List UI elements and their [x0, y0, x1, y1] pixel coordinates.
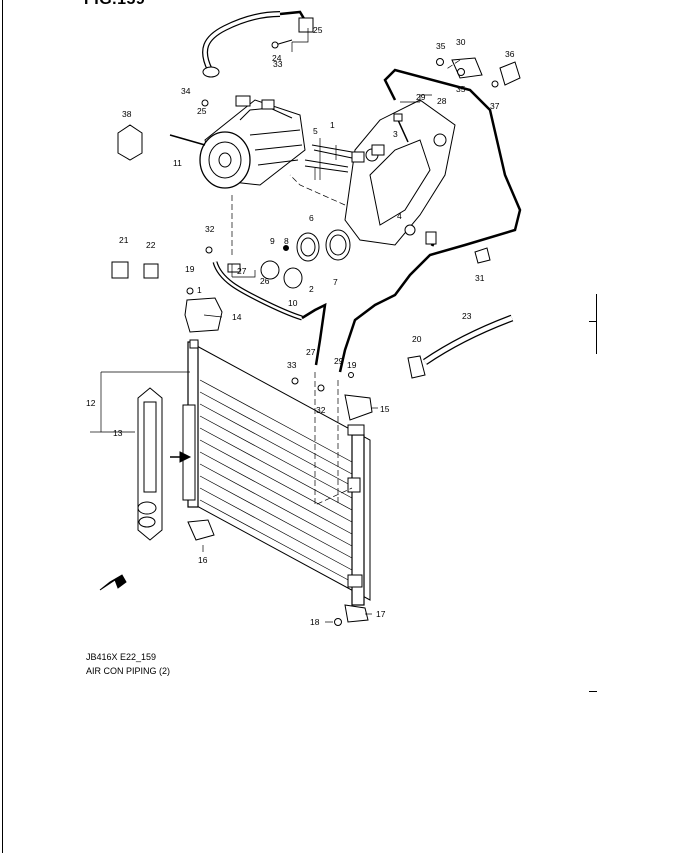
receiver-drier	[137, 387, 196, 541]
callout-33b: 33	[287, 360, 297, 370]
callout-26: 26	[260, 276, 270, 286]
callout-8: 8	[284, 236, 289, 246]
hose-clip-top	[271, 17, 314, 49]
callout-16: 16	[198, 555, 208, 565]
leader-lines	[90, 28, 432, 623]
idler-pulleys	[260, 229, 351, 289]
projection-lines	[231, 59, 461, 506]
callout-17: 17	[376, 609, 386, 619]
pipe-clamps-top-right	[436, 57, 521, 264]
callout-20: 20	[412, 334, 422, 344]
callout-27b: 27	[306, 347, 316, 357]
callout-6: 6	[309, 213, 314, 223]
callout-labels: 1 1 2 3 4 5 6 7 8 9 10 11 12 13 14 15 16…	[86, 25, 515, 627]
callout-19b: 19	[347, 360, 357, 370]
callout-12: 12	[86, 398, 96, 408]
figure-header: FIG.159	[84, 0, 145, 9]
callout-33a: 33	[273, 59, 283, 69]
callout-9: 9	[270, 236, 275, 246]
callout-4: 4	[397, 211, 402, 221]
callout-14: 14	[232, 312, 242, 322]
callout-29b: 29	[334, 356, 344, 366]
callout-35a: 35	[436, 41, 446, 51]
condenser-brackets	[184, 297, 373, 626]
left-frame-line	[2, 0, 3, 853]
callout-25b: 25	[197, 106, 207, 116]
figure-title: AIR CON PIPING (2)	[86, 666, 171, 676]
callout-19a: 19	[185, 264, 195, 274]
callout-15: 15	[380, 404, 390, 414]
callout-7: 7	[333, 277, 338, 287]
callout-37: 37	[490, 101, 500, 111]
callout-34: 34	[181, 86, 191, 96]
callout-18: 18	[310, 617, 320, 627]
figure-code: JB416X E22_159	[86, 652, 157, 662]
callout-31: 31	[475, 273, 485, 283]
callout-30: 30	[456, 37, 466, 47]
page-edge-tick-lower	[589, 691, 597, 692]
callout-32b: 32	[316, 405, 326, 415]
callout-21: 21	[119, 235, 129, 245]
callout-38: 38	[122, 109, 132, 119]
page-edge-tick	[589, 321, 597, 322]
callout-3: 3	[393, 129, 398, 139]
callout-1: 1	[330, 120, 335, 130]
callout-5: 5	[313, 126, 318, 136]
misc-parts	[111, 124, 514, 379]
mounting-bolts	[304, 113, 409, 173]
callout-23: 23	[462, 311, 472, 321]
callout-11: 11	[173, 158, 182, 168]
callout-10: 10	[288, 298, 298, 308]
callout-2: 2	[309, 284, 314, 294]
page-edge-mark	[596, 294, 597, 354]
callout-29a: 29	[416, 92, 426, 102]
compressor-bracket	[344, 99, 456, 246]
condenser	[187, 339, 371, 606]
callout-35b: 35	[456, 84, 466, 94]
callout-22: 22	[146, 240, 156, 250]
callout-13: 13	[113, 428, 123, 438]
callout-32a: 32	[205, 224, 215, 234]
compressor	[199, 95, 306, 189]
callout-25a: 25	[313, 25, 323, 35]
callout-1b: 1	[197, 285, 202, 295]
suction-hose-upper	[202, 10, 308, 78]
callout-28: 28	[437, 96, 447, 106]
small-bolts	[169, 99, 354, 392]
callout-36: 36	[505, 49, 515, 59]
discharge-hose	[212, 261, 327, 366]
front-direction-arrow	[99, 451, 192, 591]
callout-27a: 27	[237, 266, 247, 276]
callout-24: 24	[272, 53, 282, 63]
